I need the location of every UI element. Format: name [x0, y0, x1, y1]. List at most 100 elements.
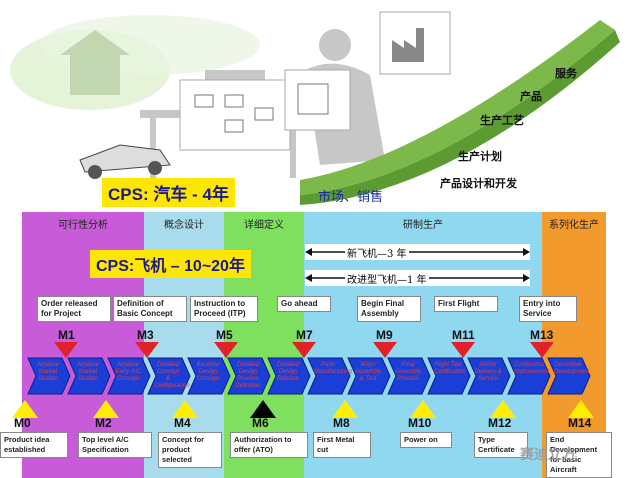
callout-power-on: Power on: [400, 432, 452, 448]
process-step-4: Detailed Concept & Configuration: [148, 358, 190, 394]
process-step-14: Derivative Development: [548, 358, 590, 394]
process-step-5: Baseline Design Concept: [188, 358, 230, 394]
milestone-m0-label: M0: [14, 416, 31, 430]
callout-product-idea: Product idea established: [0, 432, 68, 458]
process-step-2: Airplane Market Studies: [68, 358, 110, 394]
callout-entry-service: Entry into Service: [519, 296, 577, 322]
stair-label-planning: 生产计划: [458, 150, 502, 163]
milestone-m4-marker: [172, 400, 198, 418]
process-step-9: Major Assembly & Test: [348, 358, 390, 394]
milestone-m14-marker: [568, 400, 594, 418]
process-step-14-label: Derivative Development: [554, 362, 590, 375]
milestone-m6-label: M6: [252, 416, 269, 430]
milestone-m9-label: M9: [376, 328, 393, 342]
process-card-icon: [179, 79, 291, 151]
market-sales-label: 市场、销售: [318, 190, 384, 205]
milestone-m5-marker: [214, 342, 238, 358]
process-step-6-label: Detailed Design Process Definition: [235, 362, 261, 389]
milestone-m8-label: M8: [333, 416, 350, 430]
duration-new-aircraft-label: 新飞机—3 年: [345, 245, 409, 260]
milestone-m3-marker: [135, 342, 159, 358]
phase-header-definition: 详细定义: [244, 220, 284, 231]
callout-concept-selected: Concept for product selected: [158, 432, 222, 468]
car-icon: [79, 144, 171, 179]
stair-label-service: 服务: [555, 67, 577, 80]
process-step-2-label: Airplane Market Studies: [76, 362, 99, 382]
duration-new-aircraft: 新飞机—3 年: [305, 244, 530, 260]
process-step-13: Continuous Improvement: [508, 358, 550, 394]
process-step-4-label: Detailed Concept & Configuration: [154, 362, 190, 389]
milestone-m10-label: M10: [408, 416, 432, 430]
top-illustration: CPS: 汽车 - 4年 市场、销售 服务 产品 生产工艺 生产计划 产品设计和…: [0, 0, 628, 212]
milestone-m14-label: M14: [568, 416, 592, 430]
callout-final-assembly: Begin Final Assembly: [357, 296, 421, 322]
milestone-m3-label: M3: [137, 328, 154, 342]
cps-plane-label: CPS:飞机 – 10~20年: [90, 250, 251, 278]
milestone-m11-label: M11: [452, 328, 475, 342]
milestone-m7-marker: [292, 342, 316, 358]
process-step-7: Detailed Design Release: [268, 358, 310, 394]
callout-first-flight: First Flight: [434, 296, 498, 312]
milestone-m13-marker: [530, 342, 554, 358]
milestone-m1-label: M1: [58, 328, 75, 342]
process-step-12: Airline Delivery & Service: [468, 358, 510, 394]
phase-header-development: 研制生产: [403, 220, 443, 231]
callout-first-metal: First Metal cut: [313, 432, 371, 458]
process-step-12-label: Airline Delivery & Service: [474, 362, 502, 382]
stair-label-process: 生产工艺: [480, 114, 524, 127]
callout-order-released: Order released for Project: [37, 296, 111, 322]
callout-ato: Authorization to offer (ATO): [230, 432, 308, 458]
milestone-m12-label: M12: [488, 416, 512, 430]
milestone-m0-marker: [12, 400, 38, 418]
stair-label-product: 产品: [520, 90, 542, 103]
process-step-7-label: Detailed Design Release: [276, 362, 299, 382]
process-step-8-label: Parts Manufacturing: [314, 362, 353, 375]
callout-top-level-spec: Top level A/C Specification: [78, 432, 152, 458]
house-icon: [60, 30, 130, 95]
callout-basic-concept: Definition of Basic Concept: [113, 296, 187, 322]
watermark-text: 赛迪立方: [520, 447, 576, 463]
milestone-m1-marker: [54, 342, 78, 358]
duration-derivative-aircraft-label: 改进型飞机—1 年: [345, 271, 429, 286]
process-chevron-row: [27, 357, 591, 395]
cps-car-label: CPS: 汽车 - 4年: [102, 178, 235, 207]
process-step-11-label: Flight Test Certification: [434, 362, 466, 375]
process-step-3-label: Airplane Early A/C Concept: [115, 362, 141, 382]
callout-itp: Instruction to Proceed (ITP): [190, 296, 258, 322]
callout-go-ahead: Go ahead: [277, 296, 331, 312]
phase-header-series: 系列化生产: [549, 220, 599, 231]
milestone-m5-label: M5: [216, 328, 233, 342]
callout-type-certificate: Type Certificate: [474, 432, 528, 458]
milestone-m9-marker: [373, 342, 397, 358]
milestone-m8-marker: [332, 400, 358, 418]
process-step-10-label: Final Assembly Process: [394, 362, 421, 382]
duration-derivative-aircraft: 改进型飞机—1 年: [305, 270, 530, 286]
process-step-13-label: Continuous Improvement: [514, 362, 550, 375]
machine-card-icon: [284, 69, 351, 131]
phase-header-feasibility: 可行性分析: [58, 220, 108, 231]
process-step-5-label: Baseline Design Concept: [196, 362, 220, 382]
milestone-m10-marker: [410, 400, 436, 418]
milestone-m7-label: M7: [296, 328, 313, 342]
milestone-m2-marker: [93, 400, 119, 418]
milestone-m12-marker: [490, 400, 516, 418]
milestone-m6-marker: [250, 400, 276, 418]
milestone-m4-label: M4: [174, 416, 191, 430]
factory-card-icon: [379, 11, 451, 75]
process-step-1: Airplane Market Studies: [28, 358, 70, 394]
process-step-11: Flight Test Certification: [428, 358, 470, 394]
stair-label-design: 产品设计和开发: [440, 177, 517, 190]
milestone-m2-label: M2: [95, 416, 112, 430]
process-step-3: Airplane Early A/C Concept: [108, 358, 150, 394]
process-step-9-label: Major Assembly & Test: [354, 362, 381, 382]
process-step-6: Detailed Design Process Definition: [228, 358, 270, 394]
milestone-m13-label: M13: [530, 328, 554, 342]
process-step-1-label: Airplane Market Studies: [36, 362, 59, 382]
process-step-10: Final Assembly Process: [388, 358, 430, 394]
staircase-graphic: [300, 20, 620, 205]
process-step-8: Parts Manufacturing: [308, 358, 353, 394]
phase-header-concept: 概念设计: [164, 220, 204, 231]
milestone-m11-marker: [451, 342, 475, 358]
double-arrow-icon: [305, 248, 530, 256]
top-illustration-graphic: [10, 11, 620, 205]
